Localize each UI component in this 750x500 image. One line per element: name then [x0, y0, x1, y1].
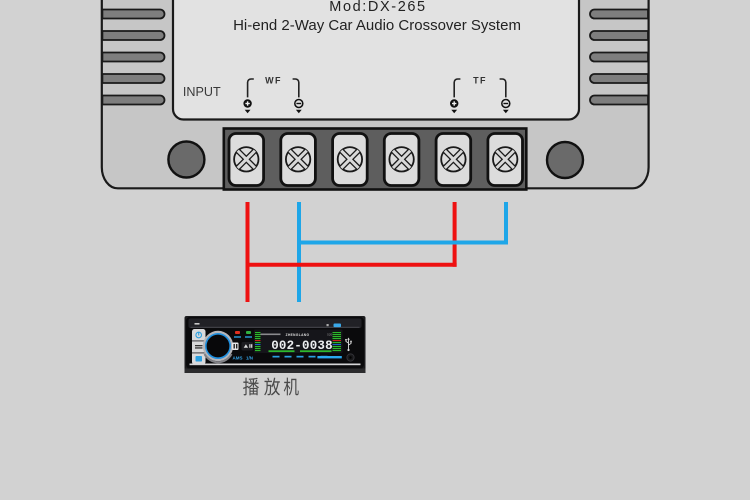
- svg-text:Mod:DX-265: Mod:DX-265: [329, 0, 426, 15]
- svg-text:1/N: 1/N: [246, 356, 253, 361]
- svg-text:INPUT: INPUT: [183, 85, 221, 99]
- svg-text:Hi-end 2-Way Car Audio Crossov: Hi-end 2-Way Car Audio Crossover System: [233, 17, 521, 34]
- svg-text:ZHENGLANG: ZHENGLANG: [286, 333, 310, 337]
- svg-text:5203A: 5203A: [327, 333, 336, 337]
- svg-text:WF: WF: [265, 76, 282, 86]
- svg-text:AMS: AMS: [233, 356, 243, 361]
- svg-text:002-0038: 002-0038: [271, 339, 333, 353]
- svg-text:TF: TF: [473, 76, 487, 86]
